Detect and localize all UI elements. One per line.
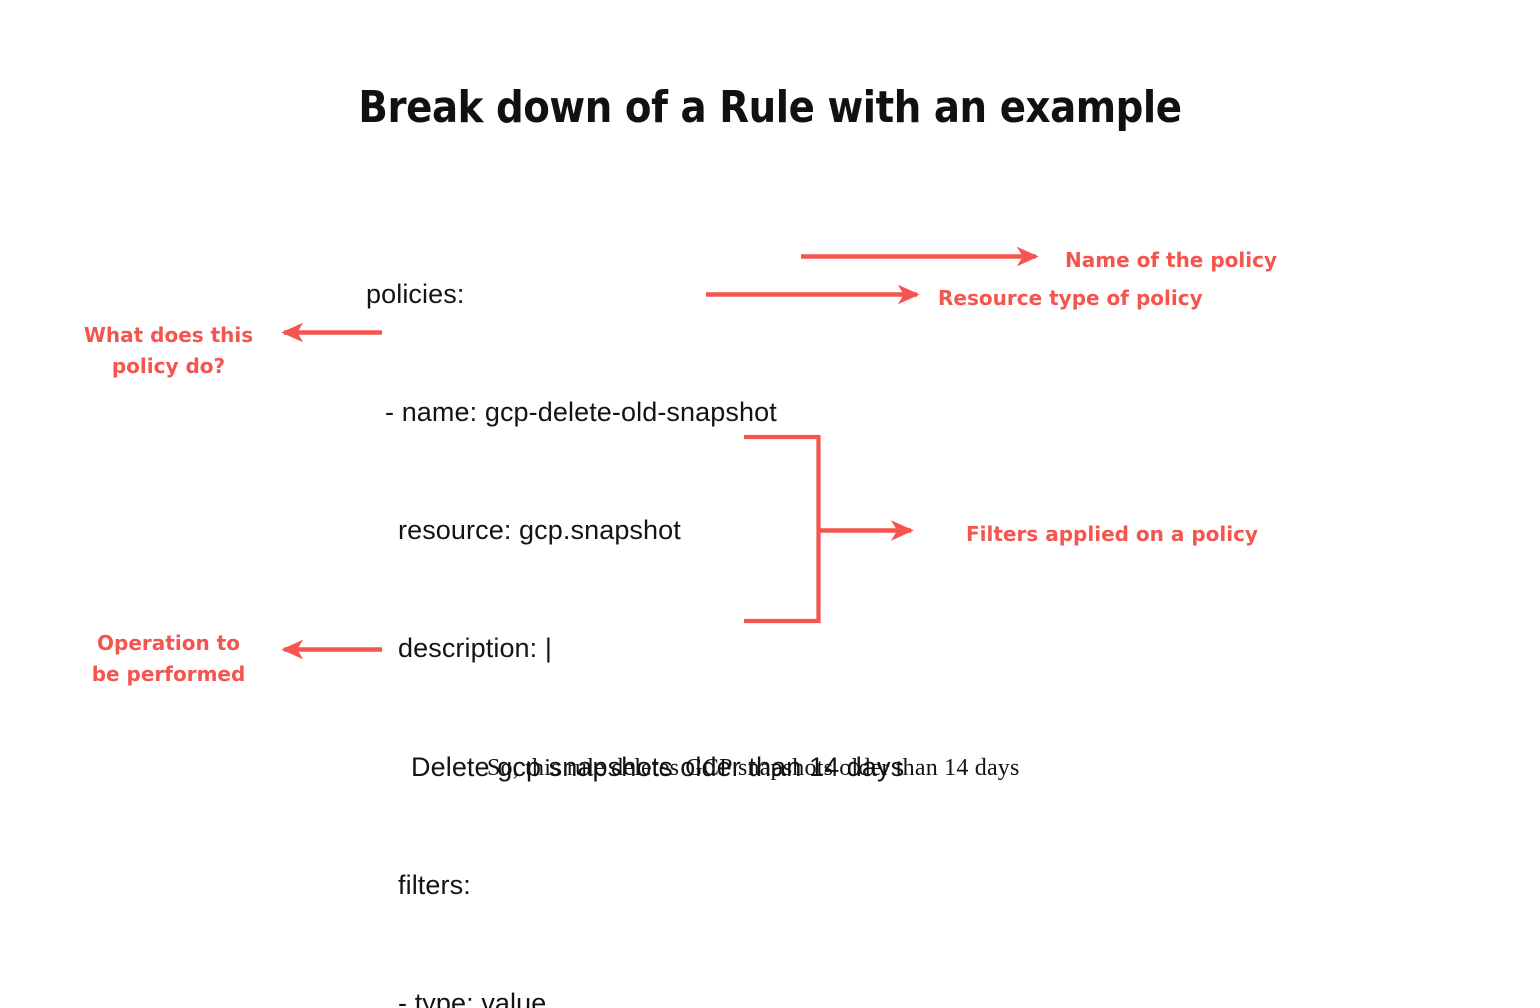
annotation-name-of-policy: Name of the policy (1065, 248, 1277, 272)
yaml-line: resource: gcp.snapshot (398, 515, 681, 546)
annotation-filters-applied: Filters applied on a policy (966, 522, 1258, 546)
annotation-resource-type: Resource type of policy (938, 286, 1203, 310)
yaml-line: description: | (398, 633, 552, 664)
annotation-operation-performed: Operation to be performed (91, 631, 246, 686)
yaml-line: - type: value (398, 988, 547, 1008)
annotation-what-does-policy-do: What does this policy do? (83, 323, 254, 378)
yaml-code-block: policies: - name: gcp-delete-old-snapsho… (366, 196, 904, 1008)
yaml-line: Delete gcp snapshots older than 14 days (411, 751, 905, 782)
yaml-line: policies: (366, 278, 465, 309)
yaml-line: - name: gcp-delete-old-snapshot (385, 397, 777, 428)
yaml-line: filters: (398, 869, 471, 900)
conclusion-sentence: So, this rule deletes GCP snapshots olde… (487, 755, 1020, 781)
page-title: Break down of a Rule with an example (358, 82, 1182, 133)
